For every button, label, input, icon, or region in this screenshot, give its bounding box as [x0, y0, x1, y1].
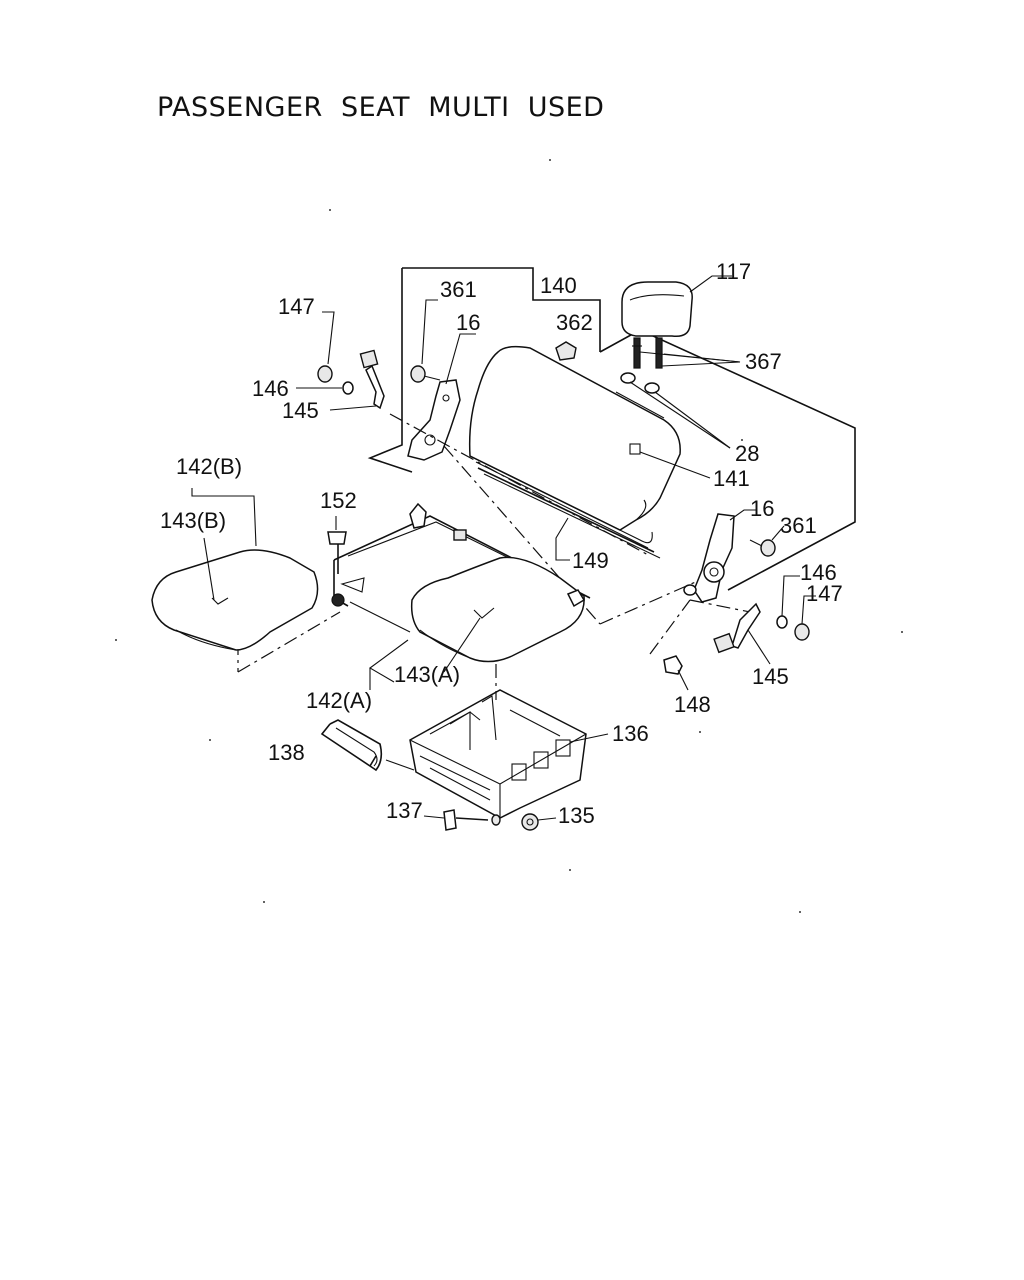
hinge-bracket-left-16: 16 — [407, 310, 480, 461]
label-145-right: 145 — [752, 664, 789, 689]
label-361-right: 361 — [780, 513, 817, 538]
label-135: 135 — [558, 803, 595, 828]
label-361-left: 361 — [440, 277, 477, 302]
seat-cushion-142b: 142(B) 143(B) — [151, 454, 319, 651]
clip-362: 362 — [555, 310, 593, 361]
headrest-guides-367: 367 — [620, 349, 782, 394]
callout-140-bracket — [367, 267, 856, 591]
label-147-left: 147 — [278, 294, 315, 319]
label-16-left: 16 — [456, 310, 480, 335]
nut-147-right: 147 — [794, 581, 843, 641]
label-152: 152 — [320, 488, 357, 513]
bolt-148: 148 — [663, 655, 711, 717]
label-146-left: 146 — [252, 376, 289, 401]
hinge-bracket-right-16: 16 — [683, 496, 774, 603]
seat-cushion-142a: 143(A) 142(A) — [306, 556, 586, 713]
label-362: 362 — [556, 310, 593, 335]
seat-back-141: 141 — [468, 345, 750, 549]
label-141: 141 — [713, 466, 750, 491]
lever-145-right: 145 — [713, 602, 789, 689]
label-149: 149 — [572, 548, 609, 573]
label-140: 140 — [540, 273, 577, 298]
diagram-title: PASSENGER SEAT MULTI USED — [157, 92, 605, 123]
washer-146-right: 146 — [776, 560, 837, 629]
bolt-361-left: 361 — [410, 277, 477, 383]
label-148: 148 — [674, 692, 711, 717]
label-138: 138 — [268, 740, 305, 765]
label-145-left: 145 — [282, 398, 319, 423]
callout-117: 117 — [689, 259, 751, 293]
label-137: 137 — [386, 798, 423, 823]
label-136: 136 — [612, 721, 649, 746]
scan-speckles — [115, 159, 903, 913]
label-143b: 143(B) — [160, 508, 226, 533]
label-143a: 143(A) — [394, 662, 460, 687]
label-147-right: 147 — [806, 581, 843, 606]
washer-146-left: 146 — [252, 376, 354, 401]
nut-135: 135 — [521, 803, 595, 831]
label-367: 367 — [745, 349, 782, 374]
pin-152: 152 — [320, 488, 357, 574]
nut-147-left: 147 — [278, 294, 335, 383]
storage-box-136: 136 — [409, 664, 649, 819]
lever-145-left: 145 — [282, 349, 385, 423]
callout-28: 28 — [629, 381, 759, 466]
label-142b: 142(B) — [176, 454, 242, 479]
label-16-right: 16 — [750, 496, 774, 521]
label-28: 28 — [735, 441, 759, 466]
headrest-117 — [621, 281, 693, 369]
label-142a: 142(A) — [306, 688, 372, 713]
label-117: 117 — [716, 259, 751, 284]
handle-138: 138 — [268, 719, 415, 772]
bolt-361-right: 361 — [749, 513, 817, 557]
bolt-137: 137 — [386, 798, 501, 831]
label-146-right: 146 — [800, 560, 837, 585]
